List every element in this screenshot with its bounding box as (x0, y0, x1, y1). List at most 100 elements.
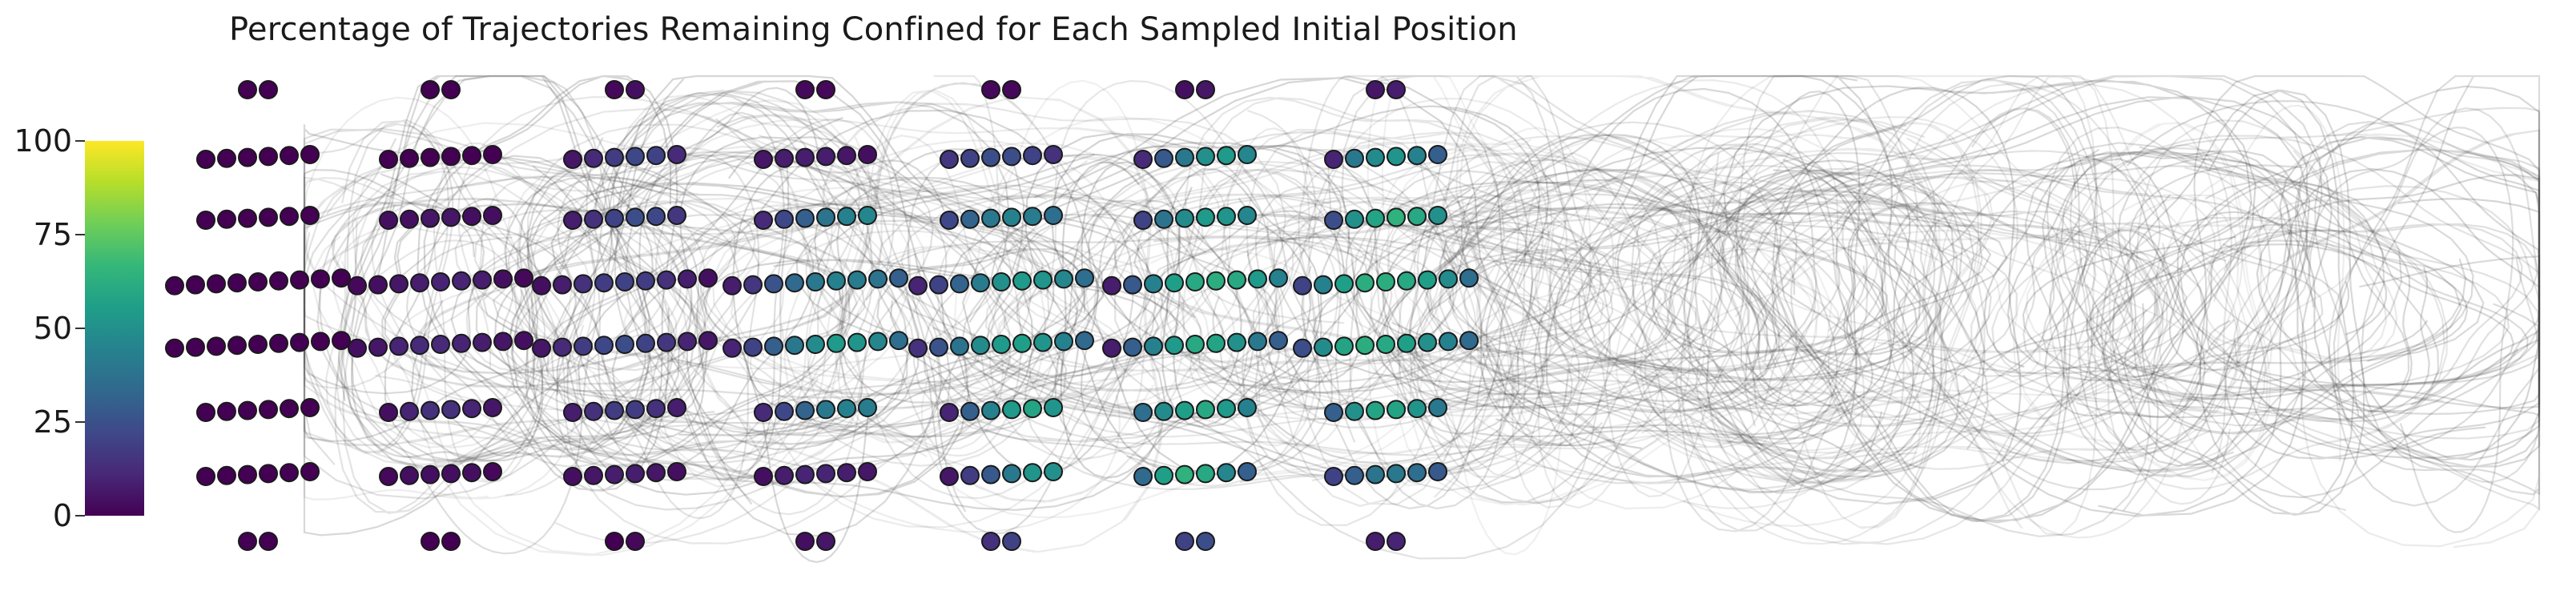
sample-point (1144, 274, 1163, 294)
sample-point (1407, 207, 1427, 227)
sample-point (238, 464, 257, 484)
sample-point (584, 209, 603, 229)
trajectory-line (839, 82, 1157, 438)
sample-point (816, 147, 835, 167)
sample-point (290, 270, 309, 290)
sample-point (574, 336, 593, 356)
trajectory-line (465, 175, 682, 372)
sample-point (410, 336, 429, 356)
sample-point (1044, 206, 1063, 225)
trajectory-line (623, 187, 1185, 370)
sample-point (1428, 398, 1447, 417)
trajectory-line (1842, 202, 2133, 376)
sample-point (816, 464, 835, 484)
sample-point (816, 400, 835, 420)
sample-point (1314, 275, 1333, 295)
sample-point (1238, 206, 1257, 225)
trajectory-line (1772, 74, 2098, 522)
sample-point (847, 270, 867, 290)
sample-point (1002, 400, 1021, 420)
trajectory-line (822, 103, 1287, 503)
trajectory-line (1620, 175, 2158, 354)
sample-point (908, 338, 928, 358)
sample-point (743, 337, 763, 357)
trajectory-line (2256, 174, 2541, 461)
sample-point (837, 463, 856, 483)
sample-point (493, 269, 513, 289)
trajectory-line (2124, 216, 2540, 427)
sample-point (605, 464, 624, 484)
sample-point (1175, 208, 1194, 228)
trajectory-line (2306, 127, 2514, 533)
sample-point (929, 337, 948, 357)
trajectory-line (2328, 107, 2541, 483)
sample-point (1154, 401, 1173, 421)
trajectory-line (2103, 181, 2440, 423)
sample-point (1023, 399, 1042, 419)
sample-point (1238, 398, 1257, 417)
trajectory-line (1721, 187, 1943, 424)
trajectory-line (1841, 164, 2310, 435)
sample-point (483, 398, 502, 417)
sample-point (462, 463, 481, 483)
trajectory-line (1552, 143, 1858, 445)
trajectory-line (998, 140, 1568, 410)
sample-point (248, 272, 268, 291)
trajectory-line (1087, 105, 1550, 464)
trajectory-line (405, 225, 689, 468)
sample-point (837, 207, 856, 227)
sample-point (452, 271, 471, 291)
sample-point (981, 464, 1000, 484)
sample-point (269, 333, 288, 353)
sample-point (238, 400, 257, 420)
trajectory-line (2086, 229, 2430, 420)
trajectory-line (1569, 247, 1817, 448)
sample-point (421, 400, 440, 420)
sample-point (389, 274, 409, 294)
sample-point (332, 331, 351, 351)
trajectory-line (1182, 127, 1354, 447)
trajectory-line (303, 201, 485, 395)
sample-point (379, 150, 398, 169)
trajectory-line (2233, 129, 2541, 511)
sample-point (441, 80, 461, 99)
trajectory-line (2107, 119, 2449, 490)
trajectory-line (1529, 180, 1798, 410)
sample-point (1314, 337, 1333, 357)
sample-point (960, 465, 980, 485)
trajectory-line (375, 239, 534, 403)
trajectory-line (1150, 207, 1693, 368)
sample-point (217, 148, 236, 168)
sample-point (1217, 207, 1236, 227)
trajectory-line (1425, 74, 1915, 493)
sample-point (248, 335, 268, 354)
sample-point (1012, 333, 1032, 353)
sample-point (785, 336, 804, 356)
sample-point (1324, 467, 1343, 486)
trajectory-line (996, 200, 1504, 455)
colorbar-gradient (85, 141, 144, 516)
sample-point (165, 338, 184, 358)
trajectory-line (940, 75, 1544, 478)
sample-point (259, 80, 278, 99)
sample-point (259, 464, 278, 484)
trajectory-line (1354, 79, 1866, 509)
trajectory-line (381, 203, 843, 375)
sample-point (626, 400, 645, 420)
sample-point (1439, 269, 1458, 289)
trajectory-line (1682, 229, 2198, 396)
trajectory-line (2294, 120, 2541, 507)
sample-point (754, 403, 773, 422)
sample-point (400, 148, 419, 168)
sample-point (1217, 463, 1236, 483)
sample-point (1324, 403, 1343, 422)
trajectory-line (1680, 74, 1986, 494)
sample-point (311, 332, 330, 352)
trajectory-line (1695, 116, 2168, 484)
colorbar-tick-label: 75 (34, 217, 72, 252)
trajectory-line (904, 153, 1134, 535)
trajectory-line (2117, 158, 2474, 435)
trajectory-line (1894, 210, 2088, 378)
sample-point (238, 80, 257, 99)
sample-point (368, 275, 388, 295)
